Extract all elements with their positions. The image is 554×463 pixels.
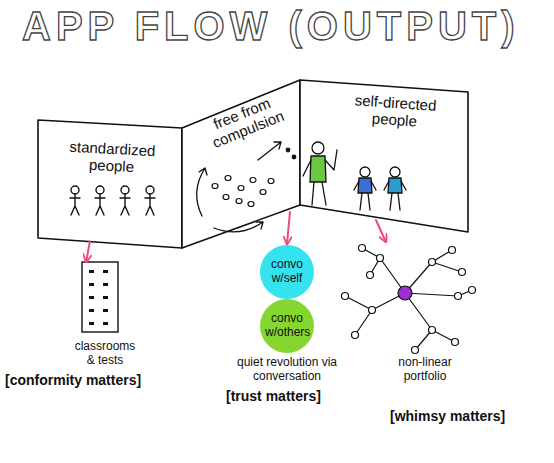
network-point [342,293,349,300]
network-link [345,293,405,335]
network-point [449,247,456,254]
network-point [377,255,384,262]
circle-fill [260,299,314,353]
network-points [342,245,476,354]
network-link [405,250,462,293]
panel: self-directed people [300,80,468,232]
network-point [455,293,462,300]
bracket-note: [conformity matters] [5,372,141,388]
network-link [405,290,472,296]
node-text: convo w/others [265,312,309,340]
network-point [429,327,436,334]
panel-outline [182,80,300,248]
panel-outline [38,120,182,248]
bracket-note: [whimsy matters] [390,408,505,424]
box-outline [82,262,118,332]
portfolio-network: non-linear portfolio [335,240,475,380]
network-links [345,248,472,350]
network-point [369,307,376,314]
flow-arrow [376,220,386,242]
panel: free from compulsion [182,80,300,248]
network-point [412,347,419,354]
classroom-box: classrooms & tests [70,258,140,375]
bracket-note: [trust matters] [226,388,321,404]
network-point [352,332,359,339]
network-point [429,259,436,266]
node-text: convo w/self [265,258,309,286]
panel-outline [300,80,468,232]
network-point [469,287,476,294]
circle-fill [260,245,314,299]
panel: standardized people [38,120,182,248]
caption-note: quiet revolution via conversation [234,356,340,384]
conversation-circle: convo w/self [259,244,315,300]
network-hub [398,286,412,300]
flow-arrow [287,212,290,244]
node-text: non-linear portfolio [385,356,465,384]
diagram-title: APP FLOW (OUTPUT) [22,4,520,49]
node-text: classrooms & tests [72,340,138,368]
network-point [367,272,374,279]
network-point [452,339,459,346]
flow-arrow [86,242,90,262]
network-link [405,293,455,350]
node-text: standardized people [56,137,168,177]
network-point [459,269,466,276]
network-link [362,248,405,293]
network-point [359,245,366,252]
conversation-circle: convo w/others [259,298,315,354]
